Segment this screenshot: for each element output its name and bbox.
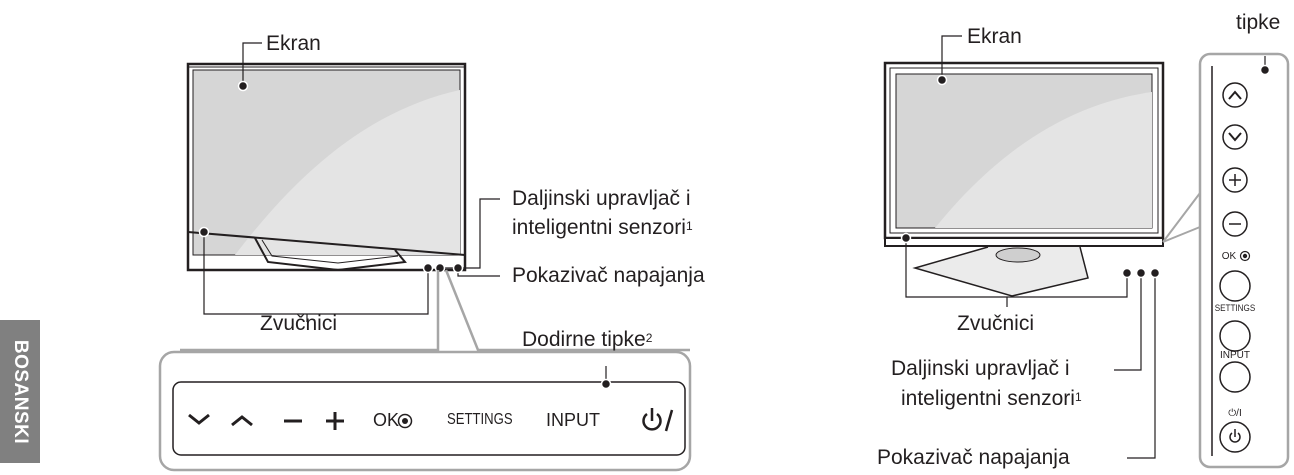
- right-remote-sensors-text: inteligentni senzori: [901, 387, 1075, 410]
- left-speaker-dot-2: [422, 262, 434, 274]
- right-screen-dot: [936, 74, 948, 86]
- right-speakers-label: Zvučnici: [957, 312, 1035, 335]
- right-tv-bottom-bezel: [884, 237, 1164, 247]
- left-screen-leader: [242, 42, 262, 86]
- panel-plus-button: [1222, 167, 1248, 193]
- panel-settings-label: SETTINGS: [1214, 303, 1256, 313]
- left-tv-stand: [254, 237, 407, 272]
- left-screen-dot: [237, 80, 249, 92]
- touch-power-slash-shape: [664, 409, 674, 432]
- touch-power-icon-shape: [642, 408, 662, 431]
- touch-plus-icon-shape: [326, 412, 344, 430]
- left-touch-zoom: [158, 269, 692, 472]
- panel-ok-label: OK: [1221, 251, 1237, 262]
- touch-ok-dot: [402, 418, 408, 424]
- right-callout-dots: [900, 74, 1161, 279]
- left-remote-sensors-label: Daljinski upravljač i: [512, 187, 691, 210]
- right-callouts: [905, 35, 1156, 459]
- right-buttons-label: tipke: [1236, 11, 1281, 34]
- touch-buttons-footnote: 2: [645, 331, 653, 345]
- panel-up-icon-shape: [1228, 90, 1242, 100]
- left-callout-dots: [198, 80, 464, 274]
- panel-plus-icon-shape: [1229, 174, 1241, 186]
- right-tv-frame-inner: [889, 67, 1159, 234]
- right-power-indicator-label: Pokazivač napajanja: [877, 446, 1070, 469]
- right-remote-dot: [1135, 267, 1147, 279]
- right-panel-buttons: [1219, 82, 1251, 453]
- left-power-dot: [452, 262, 464, 274]
- left-touch-dot: [600, 378, 612, 390]
- touch-down-icon-shape: [188, 413, 210, 425]
- left-power-indicator-label: Pokazivač napajanja: [512, 264, 705, 287]
- right-power-dot: [1149, 267, 1161, 279]
- language-tab-label: BOSANSKI: [10, 339, 31, 444]
- panel-down-icon-shape: [1228, 132, 1242, 142]
- panel-minus-button: [1222, 211, 1248, 237]
- right-remote-sensors-label-line2: inteligentni senzori1: [901, 386, 1082, 412]
- panel-power-icon-shape: [1229, 429, 1241, 443]
- left-speaker-bracket: [203, 232, 429, 315]
- panel-input-button: [1219, 361, 1251, 393]
- right-speaker-dot-2: [1121, 267, 1133, 279]
- panel-ok-ring: [1239, 250, 1251, 262]
- panel-input-label: INPUT: [1220, 350, 1250, 361]
- right-remote-sensors-footnote: 1: [1074, 390, 1082, 404]
- left-tv-bottom-bezel: [187, 231, 466, 256]
- panel-settings-button: [1219, 320, 1251, 352]
- right-remote-sensors-label: Daljinski upravljač i: [891, 357, 1070, 380]
- left-speakers-label: Zvučnici: [260, 312, 338, 335]
- right-power-leader: [1127, 274, 1156, 459]
- right-tv-screen-reflection: [935, 92, 1152, 228]
- language-tab: BOSANSKI: [0, 320, 40, 463]
- right-speaker-bracket: [905, 241, 1128, 298]
- left-touch-bar: [172, 381, 686, 456]
- right-tv: [883, 61, 1165, 297]
- touch-input-label: INPUT: [546, 410, 600, 430]
- touch-up-icon-shape: [231, 415, 253, 427]
- left-zoom-line-1: [180, 270, 440, 352]
- right-tv-stand: [912, 246, 1089, 297]
- left-zoom-line-2: [444, 269, 690, 352]
- panel-down-button: [1222, 124, 1248, 150]
- left-remote-sensors-label-line2: inteligentni senzori1: [512, 215, 693, 241]
- right-tv-stand-base: [995, 247, 1041, 263]
- left-tv-stand-inner: [261, 239, 399, 264]
- touch-settings-label: SETTINGS: [447, 411, 513, 428]
- panel-power-button: [1219, 421, 1251, 453]
- left-touch-panel-box: [158, 350, 692, 472]
- touch-buttons-text: Dodirne tipke: [522, 328, 646, 351]
- touch-ok-ring: [397, 413, 413, 429]
- right-screen-label: Ekran: [967, 25, 1022, 48]
- right-buttons-dot: [1259, 64, 1271, 76]
- panel-up-button: [1222, 82, 1248, 108]
- panel-ok-button: [1219, 270, 1251, 302]
- right-remote-leader: [1114, 274, 1142, 371]
- touch-buttons-label: Dodirne tipke2: [522, 327, 652, 353]
- left-screen-label: Ekran: [266, 32, 321, 55]
- right-zoom-wedge: [1162, 192, 1201, 243]
- panel-ok-dot: [1242, 253, 1248, 259]
- left-tv: [186, 62, 467, 272]
- right-speaker-dot-1: [900, 232, 912, 244]
- left-tv-screen-reflection: [235, 90, 460, 255]
- panel-power-label: ⏻/I: [1228, 408, 1242, 419]
- left-remote-sensors-text: inteligentni senzori: [512, 216, 686, 239]
- touch-ok-label: OK: [373, 410, 400, 430]
- left-remote-sensors-footnote: 1: [685, 219, 693, 233]
- right-screen-leader: [941, 35, 962, 80]
- left-speaker-dot-1: [198, 226, 210, 238]
